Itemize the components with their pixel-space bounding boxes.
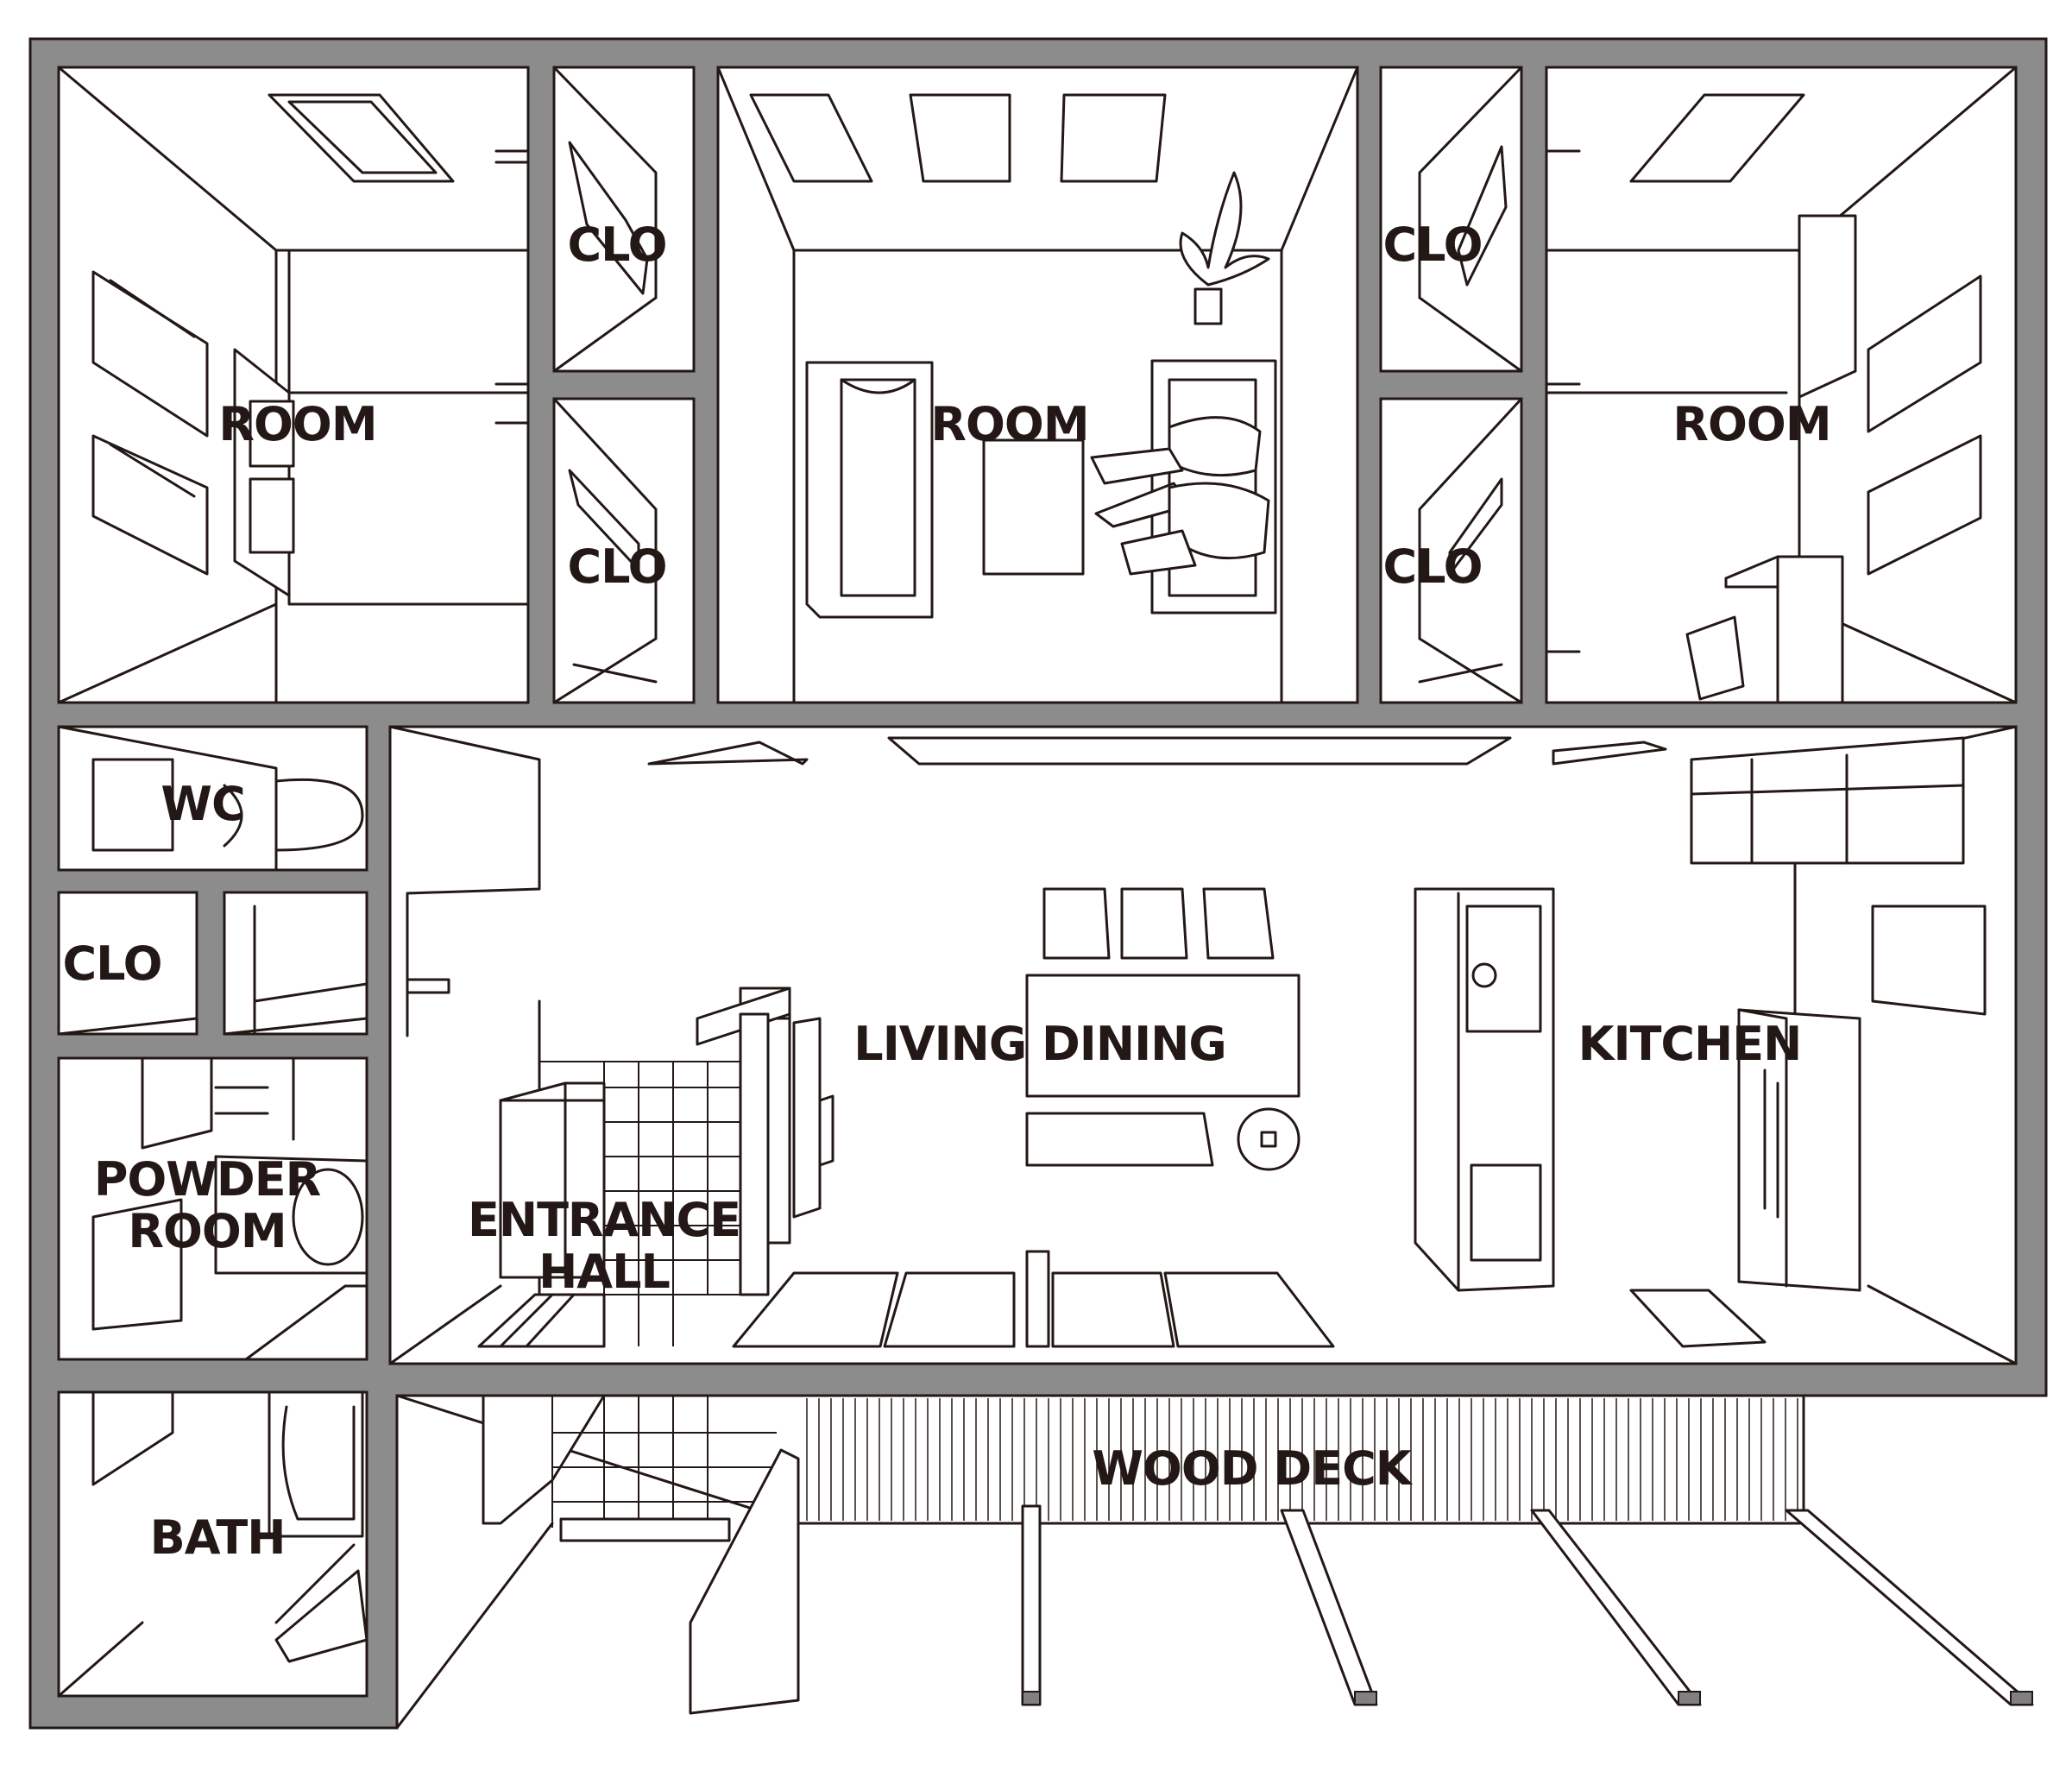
label-powder-line1: POWDER	[94, 1152, 321, 1207]
label-room-right: ROOM	[1672, 397, 1830, 451]
wood-deck	[395, 1394, 2034, 1730]
label-entrance-line2: HALL	[538, 1245, 670, 1299]
label-room-left: ROOM	[218, 397, 376, 451]
label-clo-2: CLO	[567, 539, 666, 594]
label-clo-5: CLO	[62, 936, 161, 991]
closet-right-column	[1418, 66, 1523, 704]
room-center	[716, 66, 1359, 704]
label-wc: WC	[161, 777, 244, 831]
label-room-center: ROOM	[930, 397, 1088, 451]
label-living-dining: LIVING DINING	[853, 1017, 1225, 1071]
bath-room	[57, 1390, 368, 1698]
room-right	[1545, 66, 2018, 704]
label-entrance-line1: ENTRANCE	[468, 1193, 740, 1247]
closet-left-column	[552, 66, 658, 704]
label-powder-line2: ROOM	[128, 1204, 286, 1258]
ldk-area	[388, 725, 2018, 1365]
label-clo-1: CLO	[567, 217, 666, 272]
powder-room	[91, 1056, 368, 1361]
label-clo-3: CLO	[1382, 217, 1482, 272]
label-clo-4: CLO	[1382, 539, 1482, 594]
closet-small	[57, 905, 368, 1036]
label-kitchen: KITCHEN	[1578, 1017, 1802, 1071]
wc-room	[57, 725, 364, 872]
label-wood-deck: WOOD DECK	[1092, 1441, 1413, 1496]
room-left	[57, 66, 530, 704]
label-bath: BATH	[150, 1510, 286, 1565]
room-labels: ROOM CLO CLO ROOM CLO CLO ROOM WC CLO PO…	[62, 217, 1831, 1565]
